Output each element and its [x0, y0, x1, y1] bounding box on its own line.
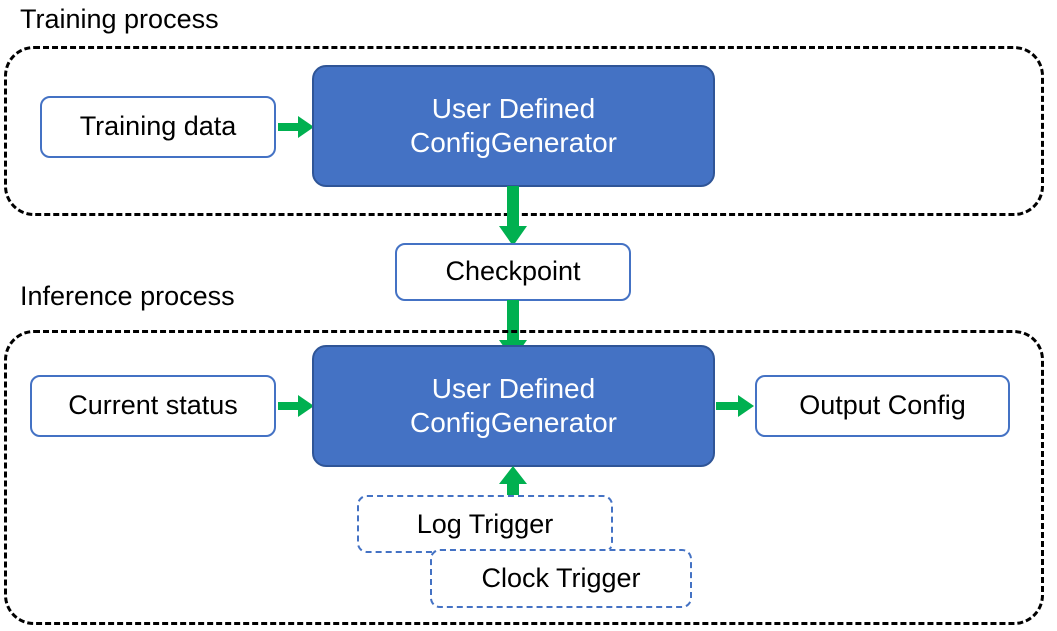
checkpoint-box[interactable]: Checkpoint: [395, 243, 631, 301]
inference-process-label: Inference process: [20, 281, 235, 311]
inference-config-generator-box[interactable]: User Defined ConfigGenerator: [312, 345, 715, 467]
inference-generator-line2: ConfigGenerator: [409, 407, 617, 438]
log-trigger-box[interactable]: Log Trigger: [357, 495, 613, 553]
training-data-box[interactable]: Training data: [40, 96, 276, 158]
inference-process-container: [4, 330, 1044, 625]
training-generator-line1: User Defined: [431, 93, 596, 125]
output-config-box[interactable]: Output Config: [755, 375, 1010, 437]
training-generator-line2: ConfigGenerator: [409, 127, 617, 158]
current-status-box[interactable]: Current status: [30, 375, 276, 437]
inference-generator-line1: User Defined: [431, 373, 596, 405]
training-process-label: Training process: [20, 4, 219, 34]
training-config-generator-box[interactable]: User Defined ConfigGenerator: [312, 65, 715, 187]
clock-trigger-box[interactable]: Clock Trigger: [430, 549, 692, 608]
